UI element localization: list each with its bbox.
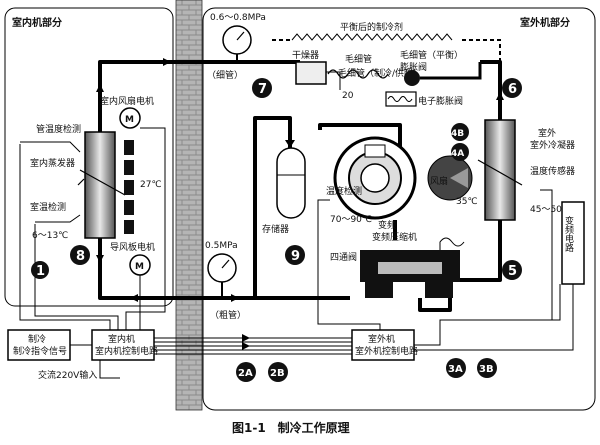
condenser-temp-range: 45～50℃ [530,205,572,215]
discharge-temp-label: 温度检测 [326,185,362,197]
condenser-temp-label: 温度传感器 [530,165,575,177]
indoor-fan-motor: M [119,107,141,129]
dryer-label: 干燥器 [292,50,319,61]
indoor-control-label-1: 室内机 [108,333,135,345]
signal-arrows [242,334,250,350]
thick-pipe-label: （粗管） [210,309,246,321]
outdoor-condenser-label-1: 室外 [538,127,556,139]
indoor-air-temp: 27℃ [140,180,162,190]
outdoor-condenser-label: 室外冷凝器 [530,139,575,151]
outdoor-control-box [351,329,415,361]
low-pressure-label: 0.5MPa [205,241,238,251]
indoor-evaporator-label: 室内蒸发器 [30,157,75,169]
indoor-evaporator [77,131,126,239]
electronic-expansion-valve-label: 电子膨胀阀 [418,95,463,107]
room-temp-label: 室温检测 [30,201,66,213]
balance-line [272,39,501,62]
capillary-main-coil [327,69,389,79]
marker-4b: 4B [451,129,464,139]
outdoor-control-label-1: 室外机 [368,333,395,345]
indoor-section-border [4,7,174,307]
pipe-temp-label: 管温度检测 [36,123,81,135]
marker-7: 7 [258,82,267,97]
expansion-to-pipe [420,62,482,80]
louver-motor-label: 导风板电机 [110,241,155,253]
indoor-section-title: 室内机部分 [12,16,62,29]
flow-arrows [96,58,504,302]
indoor-fan-motor-label: 室内风扇电机 [100,95,154,107]
marker-2b: 2B [270,368,285,379]
svg-text:M: M [125,115,134,125]
pipe-temp-lead [20,141,81,153]
signal-wires [19,127,574,379]
outdoor-section-title: 室外机部分 [520,16,570,29]
marker-3b: 3B [479,364,494,375]
outdoor-control-label: 室外机控制电路 [355,345,418,357]
room-temp-lead [35,214,81,223]
thin-pipe-label: （细管） [207,69,243,81]
inverter-circuit-label: 变频电路 [563,215,574,253]
svg-text:M: M [135,262,144,272]
indoor-temp-range: 6～13℃ [32,231,68,241]
expansion-valve-label: 膨胀阀 [400,61,427,73]
outdoor-condenser [477,119,523,221]
compressor-label: 变频压缩机 [372,231,417,243]
accumulator [276,147,306,219]
accumulator-label: 存储器 [262,223,289,235]
outdoor-fan-label: 风扇 [430,175,448,187]
discharge-temp-range: 70～90℃ [330,215,372,225]
dryer-connector [326,71,341,90]
balanced-refrigerant-label: 平衡后的制冷剂 [340,21,403,33]
expansion-valve [404,70,420,86]
louver-motor: M [129,254,151,276]
ac-input-label: 交流220V输入 [38,369,97,381]
marker-5: 5 [508,264,517,279]
capillary-balance-label: 毛细管（平衡） [400,49,463,61]
cooling-signal-label: 制冷指令信号 [13,345,67,357]
indoor-fan-blades [124,140,134,234]
dryer [295,61,327,85]
balance-capillary-coil [291,33,453,41]
marker-badges [31,78,522,382]
dryer-number: 20 [342,91,354,101]
electronic-expansion-valve [385,91,417,107]
outdoor-air-temp: 35℃ [456,197,478,207]
indoor-control-box [91,329,155,361]
compressor-label-1: 变频 [378,219,396,231]
capillary-main-label-1: 毛细管 [345,53,372,65]
inverter-compressor [333,136,417,220]
high-pressure-gauge [222,25,252,62]
marker-4a: 4A [451,149,464,159]
cooling-signal-label-1: 制冷 [28,333,46,345]
four-way-valve-label: 四通阀 [330,252,357,263]
four-way-valve [360,237,465,298]
low-pressure-gauge [207,253,237,298]
cooling-signal-box [7,329,71,361]
figure-caption: 图1-1 制冷工作原理 [232,420,350,435]
marker-1: 1 [36,264,45,279]
marker-8: 8 [76,249,85,264]
marker-3a: 3A [448,364,463,375]
capillary-main-label: 毛细管（制冷/供暖） [338,67,422,79]
high-pressure-label: 0.6～0.8MPa [210,13,266,23]
marker-6: 6 [508,82,517,97]
outdoor-section-border [202,7,596,411]
marker-2a: 2A [238,368,253,379]
outdoor-fan [427,155,473,201]
indoor-control-label: 室内机控制电路 [95,345,158,357]
marker-9: 9 [291,249,300,264]
